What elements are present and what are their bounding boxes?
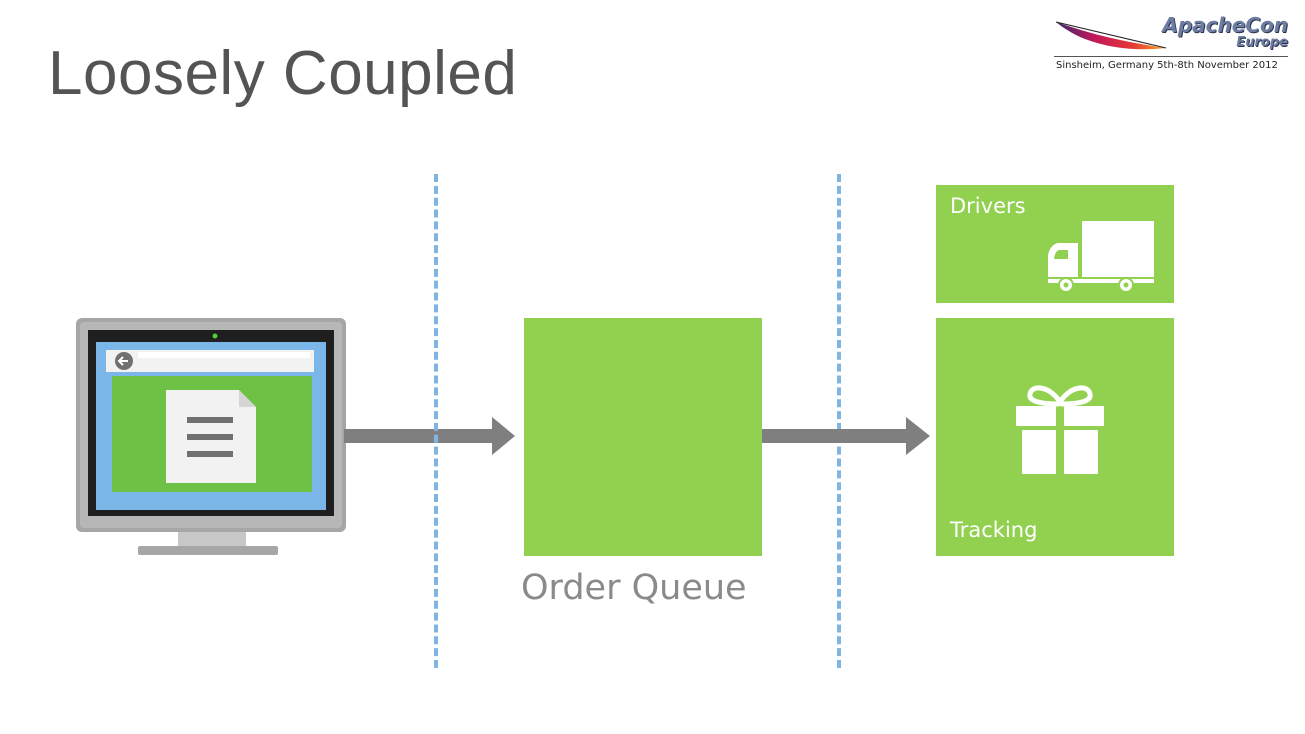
boundary-line-right bbox=[837, 174, 841, 668]
drivers-label: Drivers bbox=[950, 194, 1026, 218]
tracking-tile: Tracking bbox=[936, 318, 1174, 556]
tracking-label: Tracking bbox=[950, 518, 1038, 542]
arrow-client-to-queue bbox=[344, 417, 515, 455]
computer-icon bbox=[76, 318, 346, 555]
arrow-queue-to-services bbox=[762, 417, 930, 455]
logo-brand: ApacheCon Europe bbox=[1162, 14, 1288, 50]
feather-icon bbox=[1055, 21, 1167, 50]
drivers-tile: Drivers bbox=[936, 185, 1174, 303]
boundary-line-left bbox=[434, 174, 438, 668]
web-client-computer bbox=[74, 316, 350, 565]
order-queue-tile bbox=[524, 318, 762, 556]
logo-brand-line2: Europe bbox=[1236, 35, 1288, 50]
truck-icon bbox=[1044, 221, 1160, 293]
apachecon-logo: ApacheCon Europe Sinsheim, Germany 5th-8… bbox=[1050, 12, 1292, 74]
logo-tagline: Sinsheim, Germany 5th-8th November 2012 bbox=[1056, 60, 1278, 71]
logo-brand-line1: ApacheCon bbox=[1162, 13, 1288, 37]
slide-title: Loosely Coupled bbox=[48, 39, 518, 108]
logo-rule bbox=[1054, 56, 1288, 57]
order-queue-label: Order Queue bbox=[521, 568, 747, 608]
gift-icon bbox=[1016, 385, 1104, 474]
